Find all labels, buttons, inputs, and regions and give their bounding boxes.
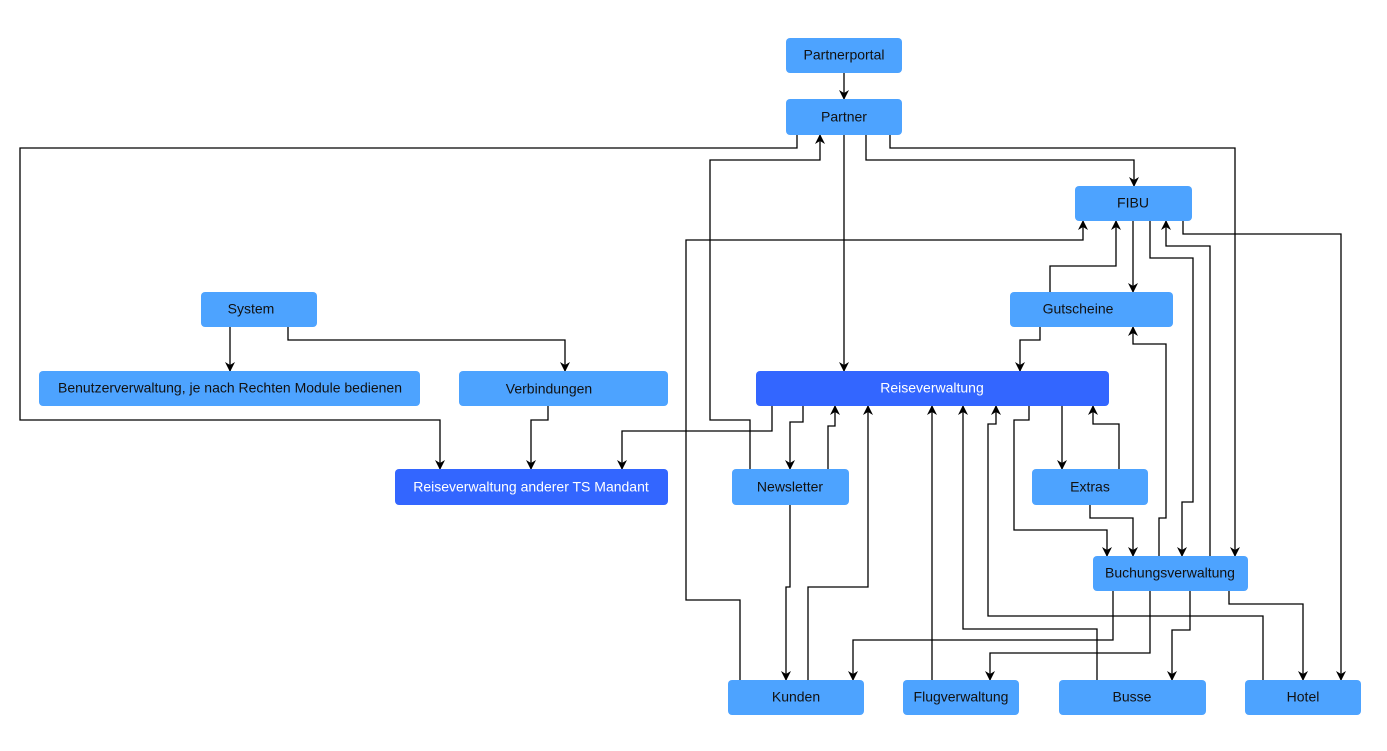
edge-gutscheine-fibu	[1049, 220, 1121, 292]
node-newsletter-label: Newsletter	[757, 479, 823, 495]
node-verbindungen-label: Verbindungen	[506, 381, 592, 397]
node-hotel[interactable]: Hotel	[1245, 680, 1361, 715]
node-reiseverwaltung[interactable]: Reiseverwaltung	[756, 371, 1109, 406]
node-system[interactable]: System	[201, 292, 317, 327]
node-reiseverwaltung-ts-label: Reiseverwaltung anderer TS Mandant	[413, 479, 649, 495]
edge-extras-buchungsverwaltung	[1089, 505, 1138, 557]
edge-buchungsverwaltung-busse	[1167, 591, 1191, 681]
edge-newsletter-kunden	[781, 505, 791, 681]
node-newsletter[interactable]: Newsletter	[732, 469, 849, 505]
edge-buchungsverwaltung-kunden	[848, 591, 1114, 681]
node-flugverwaltung-label: Flugverwaltung	[914, 689, 1009, 705]
edge-kunden-fibu	[685, 220, 1088, 680]
edge-system-verbindungen	[287, 327, 570, 372]
node-gutscheine[interactable]: Gutscheine	[1010, 292, 1173, 327]
node-fibu-label: FIBU	[1117, 195, 1149, 211]
edge-gutscheine-reiseverwaltung	[1015, 327, 1041, 372]
node-partner[interactable]: Partner	[786, 99, 902, 135]
node-gutscheine-label: Gutscheine	[1043, 301, 1114, 317]
edge-verbindungen-reiseverwaltung-ts	[526, 406, 549, 470]
edge-reiseverwaltung-newsletter	[785, 406, 804, 470]
node-extras-label: Extras	[1070, 479, 1110, 495]
node-partner-label: Partner	[821, 109, 867, 125]
edge-fibu-hotel	[1182, 221, 1346, 681]
edge-reiseverwaltung-buchungsverwaltung	[1013, 406, 1112, 557]
node-busse[interactable]: Busse	[1059, 680, 1206, 715]
edge-kunden-reiseverwaltung	[807, 405, 873, 680]
edge-newsletter-reiseverwaltung	[827, 405, 840, 469]
node-buchungsverwaltung-label: Buchungsverwaltung	[1105, 565, 1235, 581]
node-system-label: System	[228, 301, 275, 317]
node-busse-label: Busse	[1113, 689, 1152, 705]
node-kunden-label: Kunden	[772, 689, 820, 705]
node-verbindungen[interactable]: Verbindungen	[459, 371, 668, 406]
edge-buchungsverwaltung-flugverwaltung	[985, 591, 1151, 681]
node-partnerportal[interactable]: Partnerportal	[786, 38, 902, 73]
edge-reiseverwaltung-reiseverwaltung-ts	[617, 406, 773, 470]
node-partnerportal-label: Partnerportal	[804, 47, 885, 63]
node-benutzerverwaltung[interactable]: Benutzerverwaltung, je nach Rechten Modu…	[39, 371, 420, 406]
node-reiseverwaltung-label: Reiseverwaltung	[880, 380, 984, 396]
edges	[19, 73, 1346, 681]
edge-extras-reiseverwaltung	[1088, 405, 1120, 469]
edge-buchungsverwaltung-hotel	[1228, 591, 1308, 681]
node-extras[interactable]: Extras	[1032, 469, 1148, 505]
edge-busse-reiseverwaltung	[958, 405, 1098, 680]
edge-partner-buchungsverwaltung	[889, 135, 1240, 557]
node-reiseverwaltung-ts[interactable]: Reiseverwaltung anderer TS Mandant	[395, 469, 668, 505]
edge-buchungsverwaltung-fibu	[1161, 220, 1211, 556]
edge-newsletter-partner	[709, 134, 825, 469]
node-kunden[interactable]: Kunden	[728, 680, 864, 715]
node-benutzerverwaltung-label: Benutzerverwaltung, je nach Rechten Modu…	[58, 380, 402, 396]
node-hotel-label: Hotel	[1287, 689, 1320, 705]
edge-partner-reiseverwaltung-ts	[19, 135, 798, 470]
nodes: Partnerportal Partner FIBU System Gutsch…	[39, 38, 1361, 715]
edge-fibu-buchungsverwaltung	[1149, 221, 1194, 557]
edge-hotel-reiseverwaltung	[987, 405, 1264, 680]
node-buchungsverwaltung[interactable]: Buchungsverwaltung	[1093, 556, 1248, 591]
edge-partner-fibu	[865, 135, 1139, 187]
node-fibu[interactable]: FIBU	[1075, 186, 1192, 221]
edge-buchungsverwaltung-gutscheine	[1128, 326, 1167, 556]
node-flugverwaltung[interactable]: Flugverwaltung	[903, 680, 1019, 715]
